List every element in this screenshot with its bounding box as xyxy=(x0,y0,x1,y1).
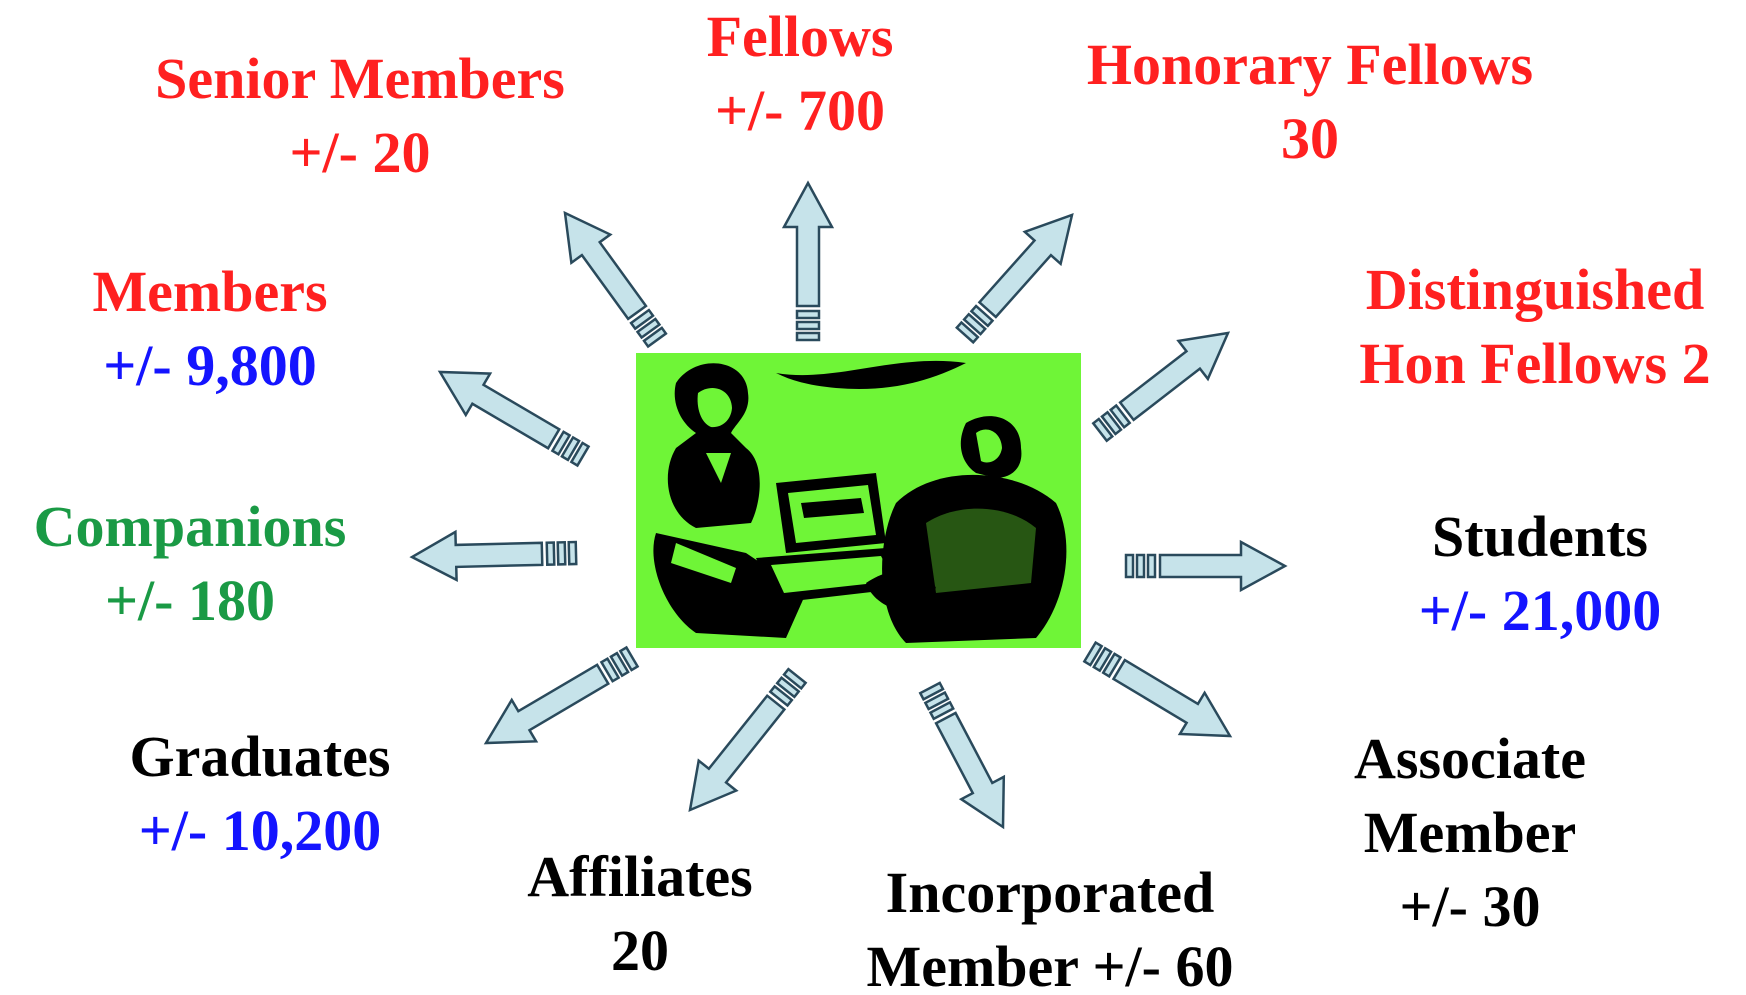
arrow-senior-members-tail-stripe xyxy=(629,308,655,331)
arrow-honorary-fellows xyxy=(955,213,1074,345)
arrow-members-tail-stripe xyxy=(550,430,572,457)
arrow-honorary-fellows-tail-stripe xyxy=(955,320,980,345)
arrow-fellows xyxy=(781,180,835,342)
distinguished-line1: Distinguished xyxy=(1365,257,1705,322)
label-associate-member: Associate Member +/- 30 xyxy=(1320,722,1620,944)
arrow-distinguished-tail-stripe xyxy=(1108,403,1132,429)
arrow-students xyxy=(1124,539,1288,593)
associate-count: +/- 30 xyxy=(1399,874,1541,939)
arrow-incorporated-tail-stripe xyxy=(928,700,955,721)
arrow-students-tail-stripe xyxy=(1135,553,1146,579)
companions-name: Companions xyxy=(33,494,347,559)
arrow-members-tail-stripe xyxy=(569,441,591,468)
arrow-graduates-tail-stripe xyxy=(618,645,640,672)
label-students: Students +/- 21,000 xyxy=(1390,500,1690,648)
label-fellows: Fellows +/- 700 xyxy=(650,0,950,148)
arrow-incorporated-tail-stripe xyxy=(918,681,945,701)
arrow-affiliates-body xyxy=(688,693,787,813)
members-name: Members xyxy=(92,259,328,324)
arrow-fellows-tail-stripe xyxy=(795,331,821,342)
arrow-students-tail-stripe xyxy=(1124,553,1135,579)
arrow-students-tail-stripe xyxy=(1146,553,1157,579)
label-affiliates: Affiliates 20 xyxy=(500,840,780,988)
arrow-companions-body xyxy=(409,529,544,582)
arrow-honorary-fellows-body xyxy=(977,213,1074,319)
arrow-distinguished xyxy=(1091,331,1231,443)
arrow-graduates-tail-stripe xyxy=(609,651,630,678)
arrow-companions-tail-stripe xyxy=(556,540,567,566)
arrow-senior-members xyxy=(563,210,668,349)
senior-members-name: Senior Members xyxy=(155,46,565,111)
label-incorporated-member: Incorporated Member +/- 60 xyxy=(830,856,1270,995)
senior-members-count: +/- 20 xyxy=(289,120,431,185)
arrow-senior-members-body xyxy=(563,210,648,321)
arrow-incorporated xyxy=(918,681,1006,830)
arrow-members-body xyxy=(437,370,561,450)
arrow-incorporated-body xyxy=(934,711,1006,830)
companions-count: +/- 180 xyxy=(105,568,275,633)
label-graduates: Graduates +/- 10,200 xyxy=(90,720,430,868)
distinguished-line2: Hon Fellows 2 xyxy=(1359,331,1711,396)
students-name: Students xyxy=(1432,504,1648,569)
arrow-honorary-fellows-tail-stripe xyxy=(962,312,987,336)
arrow-senior-members-tail-stripe xyxy=(635,317,662,340)
arrow-members-tail-stripe xyxy=(560,435,581,462)
arrow-distinguished-body xyxy=(1118,331,1231,422)
arrow-fellows-body xyxy=(781,180,835,308)
arrow-associate-body xyxy=(1111,658,1233,738)
label-members: Members +/- 9,800 xyxy=(40,255,380,403)
arrow-graduates xyxy=(483,645,640,745)
honorary-fellows-name: Honorary Fellows xyxy=(1086,32,1534,97)
label-companions: Companions +/- 180 xyxy=(0,490,380,638)
arrow-companions xyxy=(409,529,578,582)
fellows-name: Fellows xyxy=(706,4,894,69)
arrow-affiliates xyxy=(688,667,808,813)
arrow-companions-tail-stripe xyxy=(545,541,556,566)
arrow-students-body xyxy=(1158,539,1288,593)
arrow-distinguished-tail-stripe xyxy=(1100,410,1123,436)
affiliates-count: 20 xyxy=(611,918,669,983)
arrow-incorporated-tail-stripe xyxy=(923,690,950,711)
arrow-affiliates-tail-stripe xyxy=(782,667,808,691)
arrow-honorary-fellows-tail-stripe xyxy=(969,304,995,328)
incorporated-line2: Member +/- 60 xyxy=(866,934,1234,995)
arrow-affiliates-tail-stripe xyxy=(768,684,794,708)
fellows-count: +/- 700 xyxy=(715,78,885,143)
arrow-fellows-tail-stripe xyxy=(795,320,821,331)
associate-line2: Member xyxy=(1363,800,1577,865)
arrow-associate-tail-stripe xyxy=(1092,646,1113,673)
arrow-members xyxy=(437,370,591,468)
arrow-senior-members-tail-stripe xyxy=(642,326,668,349)
associate-line1: Associate xyxy=(1354,726,1586,791)
incorporated-line1: Incorporated xyxy=(885,860,1215,925)
affiliates-name: Affiliates xyxy=(527,844,753,909)
arrow-fellows-tail-stripe xyxy=(795,309,821,320)
arrow-distinguished-tail-stripe xyxy=(1091,417,1115,443)
honorary-fellows-count: 30 xyxy=(1281,106,1339,171)
label-senior-members: Senior Members +/- 20 xyxy=(120,42,600,190)
graduates-name: Graduates xyxy=(129,724,391,789)
members-count: +/- 9,800 xyxy=(103,333,317,398)
arrow-companions-tail-stripe xyxy=(567,540,578,566)
arrow-affiliates-tail-stripe xyxy=(775,675,801,699)
label-distinguished-hon-fellows: Distinguished Hon Fellows 2 xyxy=(1325,253,1745,401)
arrow-associate-tail-stripe xyxy=(1082,640,1104,667)
arrow-graduates-tail-stripe xyxy=(599,656,621,683)
label-honorary-fellows: Honorary Fellows 30 xyxy=(1050,28,1570,176)
arrow-associate xyxy=(1082,640,1233,738)
center-clipart-office-workers xyxy=(636,353,1081,648)
arrow-associate-tail-stripe xyxy=(1101,652,1123,679)
arrow-graduates-body xyxy=(483,663,610,745)
graduates-count: +/- 10,200 xyxy=(138,798,382,863)
students-count: +/- 21,000 xyxy=(1418,578,1662,643)
